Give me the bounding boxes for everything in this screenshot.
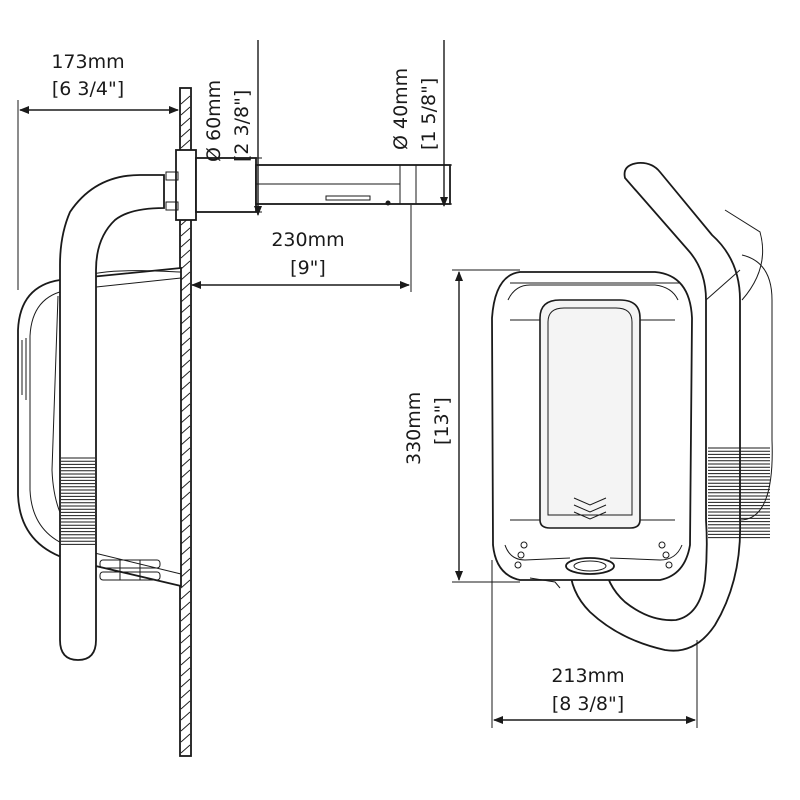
- hatch-line: [180, 491, 191, 501]
- dim-height-metric: 330mm: [403, 392, 425, 465]
- dim-tip-diameter: Ø 40mm [1 5/8"]: [390, 40, 452, 207]
- dim-width-metric: 213mm: [551, 665, 624, 687]
- sensor-chevrons: [573, 497, 607, 520]
- dim-depth: 173mm [6 3/4"]: [17, 51, 179, 290]
- dim-depth-metric: 173mm: [51, 51, 124, 73]
- dim-outlet-diameter-imperial: [2 3/8"]: [231, 90, 253, 162]
- hatch-line: [180, 95, 191, 105]
- side-grip-ribs: [61, 457, 95, 545]
- hatch-line: [180, 700, 191, 710]
- hatch-line: [180, 436, 191, 446]
- hatch-line: [180, 403, 191, 413]
- hatch-line: [180, 678, 191, 688]
- hatch-line: [180, 348, 191, 358]
- hatch-line: [180, 414, 191, 424]
- hatch-line: [180, 623, 191, 633]
- hatch-line: [180, 579, 191, 589]
- hatch-line: [180, 667, 191, 677]
- hatch-line: [180, 381, 191, 391]
- hatch-line: [180, 139, 191, 149]
- side-view: 173mm [6 3/4"] Ø 60mm [2 3/8"] Ø 40mm [1…: [17, 40, 452, 757]
- hatch-line: [180, 590, 191, 600]
- hatch-line: [180, 392, 191, 402]
- outlet-nozzle-front: [565, 557, 615, 575]
- dim-projection: 230mm [9"]: [191, 205, 412, 292]
- hatch-line: [180, 645, 191, 655]
- hatch-line: [180, 535, 191, 545]
- hatch-line: [180, 480, 191, 490]
- hatch-line: [180, 634, 191, 644]
- hatch-line: [180, 557, 191, 567]
- hatch-line: [180, 227, 191, 237]
- hatch-line: [180, 656, 191, 666]
- handle-tube-front: [568, 162, 773, 652]
- dim-outlet-diameter-metric: Ø 60mm: [203, 80, 225, 162]
- front-grip-lines: [21, 338, 27, 400]
- hatch-line: [180, 458, 191, 468]
- hatch-line: [180, 612, 191, 622]
- dim-projection-metric: 230mm: [271, 229, 344, 251]
- dryer-body-front: [491, 271, 693, 589]
- hatch-line: [180, 271, 191, 281]
- hatch-line: [180, 128, 191, 138]
- hatch-line: [180, 117, 191, 127]
- front-vents: [514, 541, 673, 569]
- hatch-line: [180, 601, 191, 611]
- hatch-line: [180, 546, 191, 556]
- hatch-line: [180, 744, 191, 754]
- outlet-pipe: [165, 149, 451, 221]
- hatch-line: [180, 425, 191, 435]
- dim-tip-diameter-imperial: [1 5/8"]: [418, 78, 440, 150]
- hatch-line: [180, 282, 191, 292]
- hatch-line: [180, 524, 191, 534]
- dim-width: 213mm [8 3/8"]: [491, 560, 698, 728]
- hatch-line: [180, 326, 191, 336]
- dim-height-imperial: [13"]: [431, 397, 453, 445]
- hatch-line: [180, 502, 191, 512]
- hatch-line: [180, 469, 191, 479]
- hatch-line: [180, 447, 191, 457]
- front-view: 330mm [13"] 213mm [8 3/8"]: [403, 162, 773, 728]
- handle-tube-side: [59, 174, 165, 661]
- hatch-line: [180, 689, 191, 699]
- dim-width-imperial: [8 3/8"]: [552, 693, 624, 715]
- hatch-line: [180, 568, 191, 578]
- hatch-line: [180, 337, 191, 347]
- hatch-line: [180, 106, 191, 116]
- dim-projection-imperial: [9"]: [290, 257, 326, 279]
- dim-tip-diameter-metric: Ø 40mm: [390, 68, 412, 150]
- hatch-line: [180, 315, 191, 325]
- front-grip-ribs: [708, 447, 770, 539]
- hatch-line: [180, 249, 191, 259]
- hatch-line: [180, 260, 191, 270]
- hatch-line: [180, 733, 191, 743]
- hatch-line: [180, 370, 191, 380]
- hatch-line: [180, 293, 191, 303]
- hatch-line: [180, 722, 191, 732]
- dryer-body-side: [17, 267, 182, 588]
- hatch-line: [180, 513, 191, 523]
- side-vent-slots: [99, 559, 161, 581]
- dim-depth-imperial: [6 3/4"]: [52, 78, 124, 100]
- hatch-line: [180, 711, 191, 721]
- hatch-line: [180, 359, 191, 369]
- dim-outlet-diameter: Ø 60mm [2 3/8"]: [200, 40, 262, 216]
- hatch-line: [180, 304, 191, 314]
- dim-height: 330mm [13"]: [403, 269, 520, 583]
- hatch-line: [180, 238, 191, 248]
